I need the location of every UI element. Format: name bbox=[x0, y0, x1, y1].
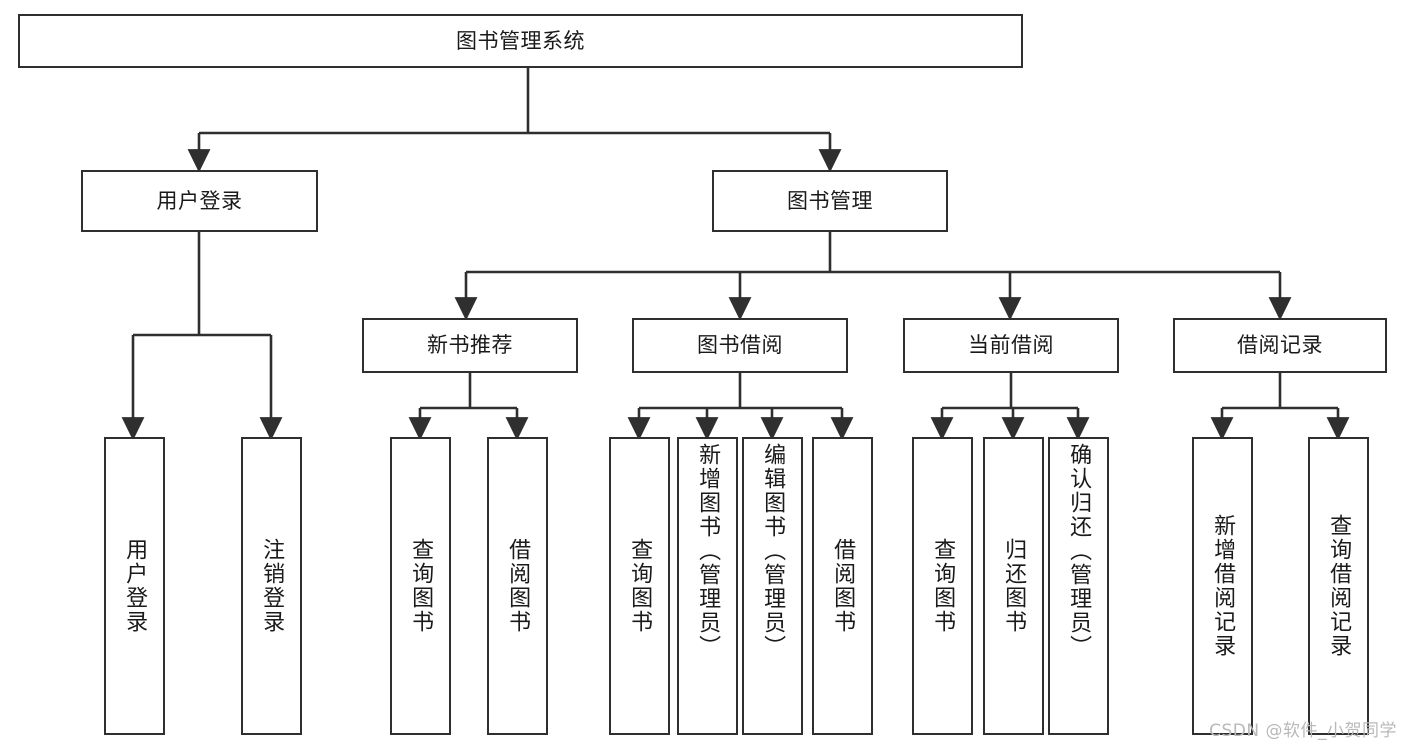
node-label: 图书借阅 bbox=[697, 333, 783, 358]
node-label: 借阅图书 bbox=[505, 538, 531, 634]
leaf-record-add-record[interactable]: 新增借阅记录 bbox=[1192, 437, 1253, 735]
leaf-borrow-query-book[interactable]: 查询图书 bbox=[609, 437, 670, 735]
node-label: 查询图书 bbox=[930, 538, 956, 634]
node-label: 图书管理系统 bbox=[456, 28, 585, 53]
leaf-recommend-borrow-book[interactable]: 借阅图书 bbox=[487, 437, 548, 735]
node-new-book-recommend[interactable]: 新书推荐 bbox=[362, 318, 578, 373]
node-book-borrow[interactable]: 图书借阅 bbox=[632, 318, 848, 373]
node-label: 新书推荐 bbox=[427, 333, 513, 358]
node-label: 归还图书 bbox=[1001, 538, 1027, 634]
node-label: 当前借阅 bbox=[968, 333, 1054, 358]
node-label: 用户登录 bbox=[156, 188, 243, 213]
node-label: 编辑图书（管理员） bbox=[760, 443, 786, 659]
node-root-system[interactable]: 图书管理系统 bbox=[18, 14, 1023, 68]
leaf-borrow-edit-book-admin[interactable]: 编辑图书（管理员） bbox=[742, 437, 803, 735]
leaf-borrow-add-book-admin[interactable]: 新增图书（管理员） bbox=[677, 437, 738, 735]
node-book-management[interactable]: 图书管理 bbox=[712, 170, 948, 232]
node-label: 借阅图书 bbox=[830, 538, 856, 634]
node-label: 查询借阅记录 bbox=[1326, 514, 1352, 658]
node-label: 借阅记录 bbox=[1237, 333, 1323, 358]
node-label: 查询图书 bbox=[408, 538, 434, 634]
leaf-user-login-signin[interactable]: 用户登录 bbox=[104, 437, 165, 735]
leaf-borrow-borrow-book[interactable]: 借阅图书 bbox=[812, 437, 873, 735]
node-label: 注销登录 bbox=[259, 538, 285, 634]
leaf-current-confirm-return-admin[interactable]: 确认归还（管理员） bbox=[1048, 437, 1109, 735]
node-label: 新增图书（管理员） bbox=[695, 443, 721, 659]
leaf-record-query-record[interactable]: 查询借阅记录 bbox=[1308, 437, 1369, 735]
node-label: 查询图书 bbox=[627, 538, 653, 634]
node-user-login[interactable]: 用户登录 bbox=[81, 170, 318, 232]
node-current-borrow[interactable]: 当前借阅 bbox=[903, 318, 1119, 373]
node-label: 确认归还（管理员） bbox=[1066, 443, 1092, 659]
leaf-current-return-book[interactable]: 归还图书 bbox=[983, 437, 1044, 735]
node-borrow-record[interactable]: 借阅记录 bbox=[1173, 318, 1387, 373]
node-label: 新增借阅记录 bbox=[1210, 514, 1236, 658]
leaf-user-login-signout[interactable]: 注销登录 bbox=[241, 437, 302, 735]
csdn-watermark: CSDN @软件_小贺同学 bbox=[1209, 721, 1397, 741]
leaf-recommend-query-book[interactable]: 查询图书 bbox=[390, 437, 451, 735]
node-label: 用户登录 bbox=[122, 538, 148, 634]
leaf-current-query-book[interactable]: 查询图书 bbox=[912, 437, 973, 735]
node-label: 图书管理 bbox=[787, 188, 873, 213]
